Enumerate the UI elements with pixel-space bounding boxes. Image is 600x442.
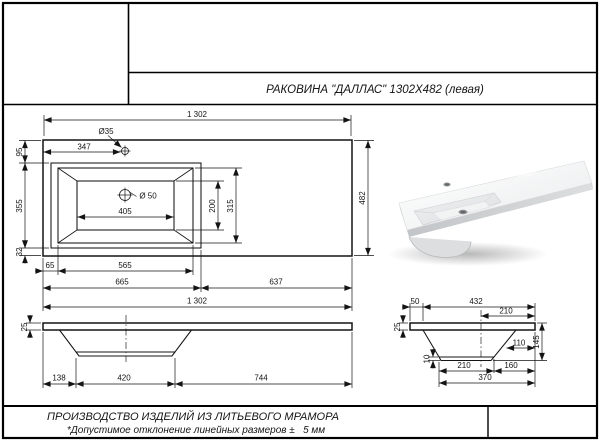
- dim-front-margin: 32: [15, 247, 24, 256]
- dim-side-base-to-back: 160: [504, 361, 518, 370]
- dim-faucet-offset: 347: [77, 143, 91, 152]
- dim-side-total-height: 145: [532, 335, 541, 349]
- dim-counter-section-width: 637: [269, 278, 283, 287]
- dim-basin-cutout-depth: 355: [15, 199, 24, 213]
- dim-basin-bottom-width: 405: [118, 207, 132, 216]
- dim-front-basin-base-width: 420: [117, 374, 131, 383]
- dim-bottom-total-width: 1 302: [187, 297, 208, 306]
- faucet-hole-symbol: [107, 135, 131, 157]
- front-view-outline: [42, 315, 353, 362]
- label-faucet-hole-diameter: Ø35: [98, 127, 114, 136]
- dim-side-wall-to-back: 110: [513, 339, 526, 348]
- dim-side-front-overhang: 50: [411, 297, 420, 306]
- dim-rim-left-offset: 65: [46, 261, 55, 270]
- product-photo: [388, 160, 593, 266]
- dim-side-center-to-back: 210: [499, 307, 513, 316]
- top-view-dimension-lines: [19, 115, 374, 311]
- dim-rim-width: 565: [118, 261, 132, 270]
- dim-back-margin: 95: [15, 147, 24, 156]
- dim-top-total-width: 1 302: [187, 110, 208, 119]
- drawing-title: РАКОВИНА "ДАЛЛАС" 1302Х482 (левая): [266, 84, 484, 96]
- front-view-dimension-lines: [26, 315, 353, 388]
- footer-production-text: ПРОИЗВОДСТВО ИЗДЕЛИЙ ИЗ ЛИТЬЕВОГО МРАМОР…: [47, 410, 339, 423]
- side-view-outline: [409, 310, 536, 367]
- dim-side-thickness: 25: [393, 322, 402, 331]
- dim-side-basin-base-depth: 210: [457, 361, 471, 370]
- footer-tolerance-note: *Допустимое отклонение линейных размеров…: [67, 425, 325, 436]
- dim-side-base-span: 370: [478, 373, 492, 382]
- dim-front-left-offset: 138: [52, 374, 66, 383]
- dim-side-base-lip-height: 10: [423, 354, 432, 363]
- side-view-dimension-lines: [399, 303, 547, 387]
- photo-drain-hole: [458, 209, 468, 215]
- dim-front-right-offset: 744: [254, 374, 268, 383]
- top-view-outline: [42, 139, 353, 257]
- dim-side-body-depth: 432: [469, 297, 483, 306]
- photo-faucet-hole: [443, 182, 451, 187]
- dim-total-depth: 482: [358, 191, 367, 205]
- drain-hole-symbol: [117, 187, 137, 203]
- dim-basin-rim-depth: 315: [226, 199, 235, 213]
- dim-basin-section-width: 665: [115, 278, 129, 287]
- dim-basin-bottom-depth: 200: [208, 199, 217, 213]
- dim-front-thickness: 25: [20, 322, 29, 331]
- label-drain-hole-diameter: Ø 50: [139, 192, 157, 201]
